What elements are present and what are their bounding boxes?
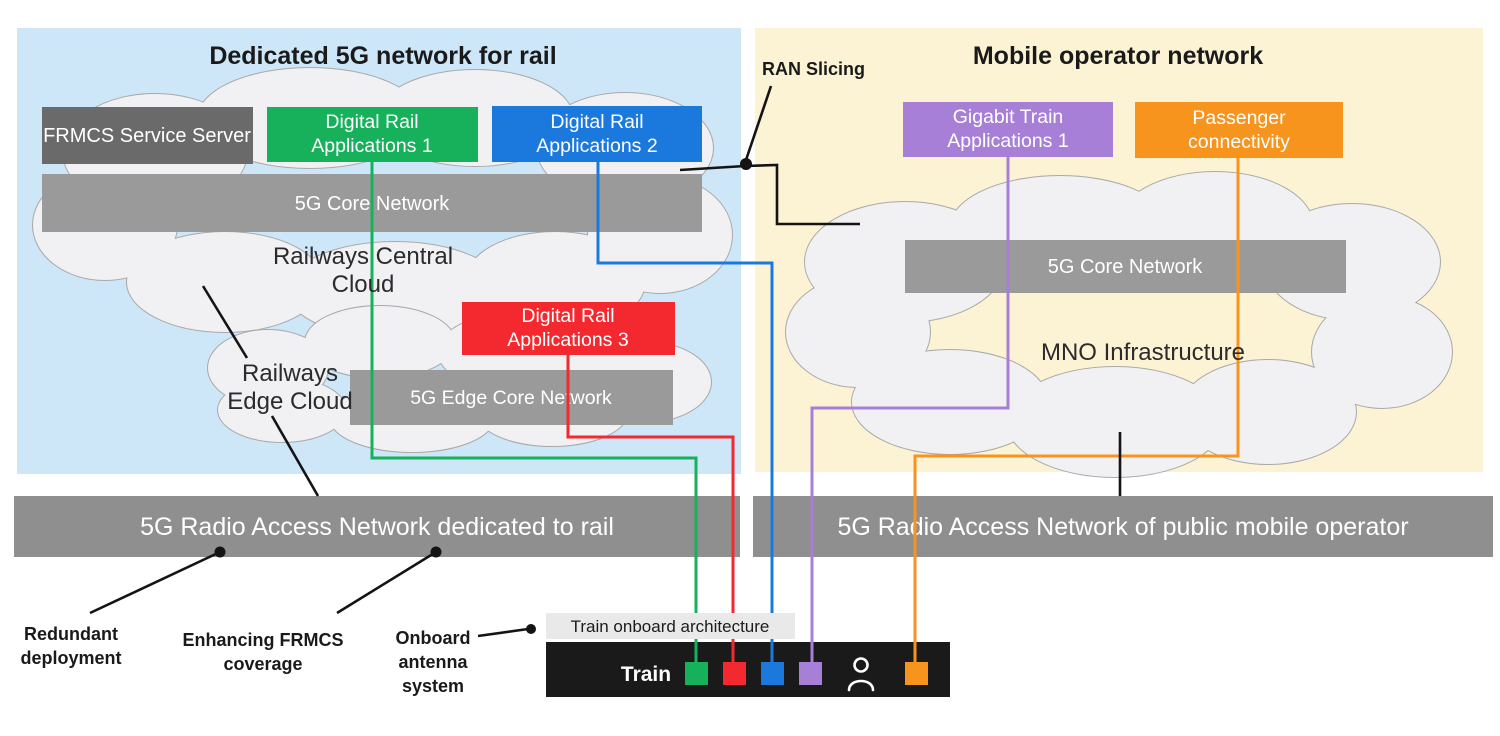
mno-5g-core-network-bar: 5G Core Network [905,240,1346,293]
mobile-operator-title: Mobile operator network [973,42,1263,70]
ran-dedicated-rail-bar: 5G Radio Access Network dedicated to rai… [14,496,740,557]
digital-rail-applications-1-box: Digital Rail Applications 1 [267,107,478,162]
app1-line2: Applications 1 [311,135,432,157]
app2-line1: Digital Rail [550,111,643,133]
passenger-line1: Passenger [1192,107,1286,129]
redundant-label-line1: Redundant [24,624,118,644]
redundant-label-line2: deployment [20,648,121,668]
central-cloud-label-line2: Cloud [332,271,395,298]
train-orange-swatch [905,662,928,685]
train-onboard-architecture-label: Train onboard architecture [571,617,770,636]
edge-cloud-label-line1: Railways [242,360,338,387]
red-connection-line [566,355,735,667]
purple-connection-line [810,157,1010,667]
gigabit-line1: Gigabit Train [953,106,1064,128]
central-to-edge-cloud-line [201,285,249,359]
ran-slicing-pointer-line [744,85,773,161]
ran-rail-label: 5G Radio Access Network dedicated to rai… [140,513,614,541]
edge-cloud-to-ran-line [270,415,320,497]
edge-cloud-label-line2: Edge Cloud [227,388,352,415]
enhancing-label-line1: Enhancing FRMCS [183,630,344,650]
train-label: Train [621,663,671,686]
app2-line2: Applications 2 [536,135,657,157]
onboard-antenna-pointer [477,627,529,638]
app1-line1: Digital Rail [325,111,418,133]
ran-public-label: 5G Radio Access Network of public mobile… [837,513,1408,541]
5g-edge-core-network-bar: 5G Edge Core Network [350,370,673,425]
ran-slicing-dot [740,158,752,170]
train-purple-swatch [799,662,822,685]
central-cloud-label-line1: Railways Central [273,243,453,270]
passenger-icon [847,657,875,692]
passenger-line2: connectivity [1188,131,1290,153]
onboard-label-line3: system [402,676,464,696]
digital-rail-applications-3-box: Digital Rail Applications 3 [462,302,675,355]
enhancing-coverage-pointer [336,550,437,615]
train-red-swatch [723,662,746,685]
gigabit-train-applications-box: Gigabit Train Applications 1 [903,102,1113,157]
digital-rail-applications-2-box: Digital Rail Applications 2 [492,106,702,162]
app3-line2: Applications 3 [507,329,628,351]
redundant-deployment-pointer [89,550,221,615]
frmcs-service-server-box: FRMCS Service Server [42,107,253,164]
blue-connection-line [596,162,774,667]
ran-slicing-link-line [679,163,860,226]
edge-core-label: 5G Edge Core Network [410,387,612,409]
ran-public-operator-bar: 5G Radio Access Network of public mobile… [753,496,1493,557]
orange-connection-line [913,158,1240,667]
train-blue-swatch [761,662,784,685]
onboard-antenna-dot [526,624,536,634]
train-box: Train [546,642,950,697]
onboard-label-line1: Onboard [396,628,471,648]
app3-line1: Digital Rail [521,305,614,327]
train-onboard-architecture-box: Train onboard architecture [546,613,795,639]
green-connection-line [370,162,698,667]
enhancing-label-line2: coverage [223,654,302,674]
dedicated-rail-title: Dedicated 5G network for rail [209,42,556,70]
train-green-swatch [685,662,708,685]
gigabit-line2: Applications 1 [947,130,1068,152]
passenger-connectivity-box: Passenger connectivity [1135,102,1343,158]
ran-slicing-label: RAN Slicing [762,59,865,79]
frmcs-label: FRMCS Service Server [43,125,251,147]
onboard-label-line2: antenna [398,652,468,672]
mno-core-label: 5G Core Network [1048,256,1203,278]
mno-infrastructure-label: MNO Infrastructure [1041,339,1245,366]
